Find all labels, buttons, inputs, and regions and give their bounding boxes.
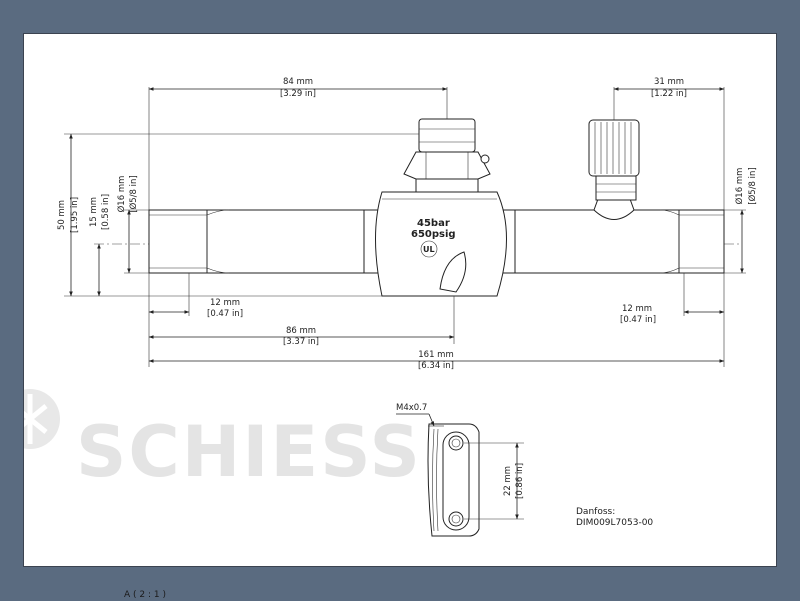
dim-31-in: [1.22 in] <box>651 89 687 99</box>
ul-mark-text: UL <box>423 245 435 254</box>
valve-cap <box>403 118 491 193</box>
reference-maker: Danfoss: <box>576 507 615 517</box>
dim-12-right-mm: 12 mm <box>622 304 652 314</box>
service-port <box>588 119 640 220</box>
dim-31-mm: 31 mm <box>654 77 684 87</box>
dim-22-in: [0.86 in] <box>515 463 525 499</box>
dim-22-mm: 22 mm <box>503 466 513 496</box>
dim-50-mm: 50 mm <box>57 200 67 230</box>
watermark-text: SCHIESSL <box>76 411 469 493</box>
dim-161-in: [6.34 in] <box>418 361 454 371</box>
pressure-bar-marking: 45bar <box>417 218 450 229</box>
dim-12-left-in: [0.47 in] <box>207 309 243 319</box>
pressure-psig-marking: 650psig <box>411 229 456 240</box>
dim-86-in: [3.37 in] <box>283 337 319 347</box>
technical-drawing: SCHIESSL 45bar 650psig <box>24 77 758 537</box>
dim-dia16-left-in: [Ø5/8 in] <box>128 175 139 212</box>
dim-15-mm: 15 mm <box>89 197 99 227</box>
dim-15-in: [0.58 in] <box>101 194 111 230</box>
dim-161-mm: 161 mm <box>418 350 454 360</box>
dim-86-mm: 86 mm <box>286 326 316 336</box>
dim-dia16-right-mm: Ø16 mm <box>734 168 745 205</box>
dim-12-right-in: [0.47 in] <box>620 315 656 325</box>
dim-12-left-mm: 12 mm <box>210 298 240 308</box>
thread-spec: M4x0.7 <box>396 403 427 413</box>
gauge-window <box>439 251 467 293</box>
dim-dia16-right-in: [Ø5/8 in] <box>747 167 758 204</box>
watermark-logo-icon <box>24 389 60 449</box>
ul-mark-icon <box>420 240 438 258</box>
dim-50-in: [1.95 in] <box>70 197 80 233</box>
dim-dia16-left-mm: Ø16 mm <box>116 176 127 213</box>
detail-view-bracket <box>427 423 480 537</box>
scale-label: A ( 2 : 1 ) <box>124 590 166 600</box>
dim-84-mm: 84 mm <box>283 77 313 87</box>
reference-code: DIM009L7053-00 <box>576 518 653 528</box>
drawing-sheet: SCHIESSL 45bar 650psig <box>23 33 777 567</box>
valve-body <box>363 191 516 297</box>
dim-84-in: [3.29 in] <box>280 89 316 99</box>
